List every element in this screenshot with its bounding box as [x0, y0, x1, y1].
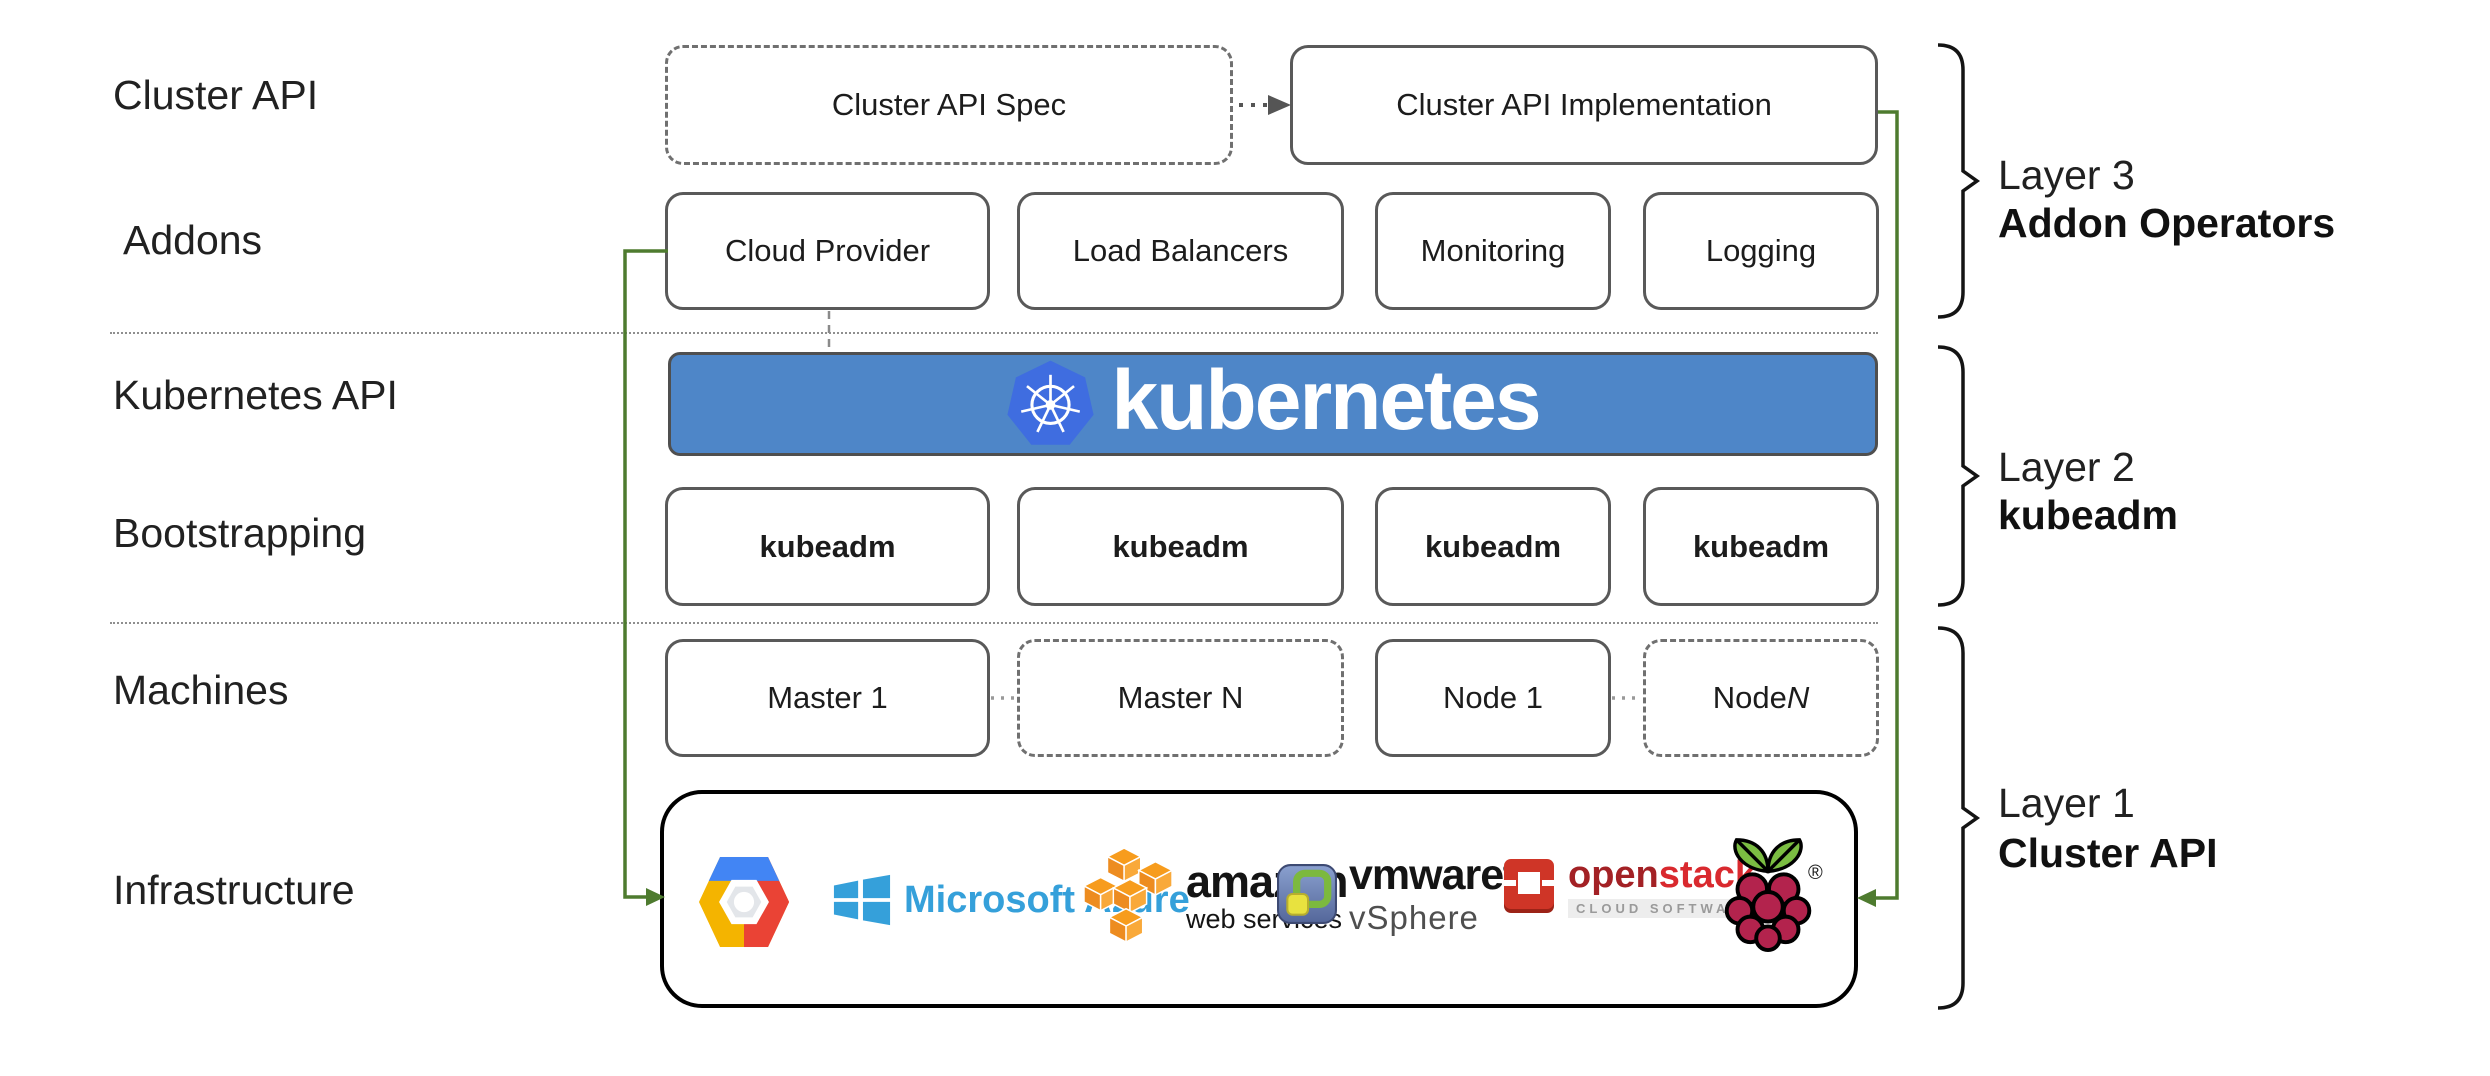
- machine-box-master-1: Master 1: [665, 639, 990, 757]
- cluster-api-spec-box: Cluster API Spec: [665, 45, 1233, 165]
- layer1-subtitle: Cluster API: [1998, 830, 2218, 876]
- machine-box-node-1: Node 1: [1375, 639, 1611, 757]
- machine-label: Node: [1712, 680, 1787, 715]
- addon-label: Monitoring: [1420, 233, 1566, 268]
- row-label-infrastructure: Infrastructure: [113, 867, 355, 913]
- cloud-software-label: CLOUD SOFTWARE: [1568, 899, 1764, 918]
- row-label-addons: Addons: [123, 217, 263, 263]
- addon-label: Load Balancers: [1072, 233, 1289, 268]
- addon-box-monitoring: Monitoring: [1375, 192, 1611, 310]
- layer3-bracket: [1937, 43, 1981, 319]
- openstack-icon: [1502, 859, 1556, 913]
- row-label-kubernetes-api: Kubernetes API: [113, 372, 398, 418]
- machine-label: Node 1: [1443, 680, 1543, 715]
- machine-label: Master N: [1117, 680, 1244, 715]
- kubeadm-label: kubeadm: [1112, 528, 1249, 564]
- addon-label: Cloud Provider: [724, 233, 931, 268]
- infrastructure-right-arrowhead: [1857, 889, 1876, 907]
- implementation-to-infrastructure-green-line: [1876, 110, 1899, 900]
- kubeadm-box-3: kubeadm: [1375, 487, 1611, 606]
- cloud-provider-to-infrastructure-green-line: [623, 249, 668, 899]
- row-label-bootstrapping: Bootstrapping: [113, 510, 367, 556]
- kubeadm-box-2: kubeadm: [1017, 487, 1344, 606]
- kubernetes-wordmark: kubernetes: [1111, 353, 1541, 447]
- raspberry-pi-icon: [1724, 838, 1812, 952]
- microsoft-azure-logo: Microsoft Azure: [832, 872, 1190, 928]
- amazon-web-services-icon: [1084, 847, 1174, 944]
- raspberry-pi-logo: ®: [1722, 834, 1823, 952]
- kubernetes-logo-icon: [1007, 360, 1094, 445]
- addon-box-load-balancers: Load Balancers: [1017, 192, 1344, 310]
- addon-box-logging: Logging: [1643, 192, 1879, 310]
- kubeadm-label: kubeadm: [759, 528, 896, 564]
- layer2-title: Layer 2: [1998, 444, 2135, 490]
- raspberry-pi-registered-mark: ®: [1808, 862, 1823, 884]
- microsoft-azure-icon: [833, 874, 891, 926]
- google-cloud-icon: [698, 856, 790, 948]
- spec-to-implementation-arrowhead: [1268, 95, 1291, 115]
- kubeadm-label: kubeadm: [1692, 528, 1830, 564]
- cluster-api-implementation-box: Cluster API Implementation: [1290, 45, 1878, 165]
- separator-layer2-layer1: [110, 622, 1878, 624]
- machine-box-master-n: Master N: [1017, 639, 1344, 757]
- kubeadm-label: kubeadm: [1424, 528, 1562, 564]
- vmware-label: vmware®: [1349, 851, 1514, 899]
- vsphere-label: vSphere: [1349, 899, 1479, 936]
- layer2-subtitle: kubeadm: [1998, 492, 2178, 538]
- kubeadm-box-4: kubeadm: [1643, 487, 1879, 606]
- infrastructure-box: Microsoft Azure: [660, 790, 1858, 1008]
- row-label-machines: Machines: [113, 667, 289, 713]
- kubeadm-box-1: kubeadm: [665, 487, 990, 606]
- machine-label-italic-tail: N: [1786, 680, 1810, 715]
- row-label-cluster-api: Cluster API: [113, 72, 319, 118]
- addon-box-cloud-provider: Cloud Provider: [665, 192, 990, 310]
- layer1-title: Layer 1: [1998, 780, 2135, 826]
- cluster-api-spec-label: Cluster API Spec: [831, 87, 1067, 122]
- vmware-vsphere-logo: vmware® vSphere: [1277, 851, 1514, 936]
- machine-label: Master 1: [767, 680, 888, 715]
- google-cloud-logo: [696, 854, 792, 950]
- layer2-bracket: [1937, 345, 1981, 607]
- kubernetes-banner: kubernetes: [668, 352, 1878, 456]
- layer3-subtitle: Addon Operators: [1998, 200, 2336, 246]
- addon-label: Logging: [1705, 233, 1817, 268]
- cluster-api-implementation-label: Cluster API Implementation: [1396, 87, 1772, 122]
- layer3-title: Layer 3: [1998, 152, 2135, 198]
- separator-layer3-layer2: [110, 332, 1878, 334]
- vmware-vsphere-icon: [1277, 864, 1337, 924]
- layer1-bracket: [1937, 626, 1981, 1010]
- machine-box-node-n: Node N: [1643, 639, 1879, 757]
